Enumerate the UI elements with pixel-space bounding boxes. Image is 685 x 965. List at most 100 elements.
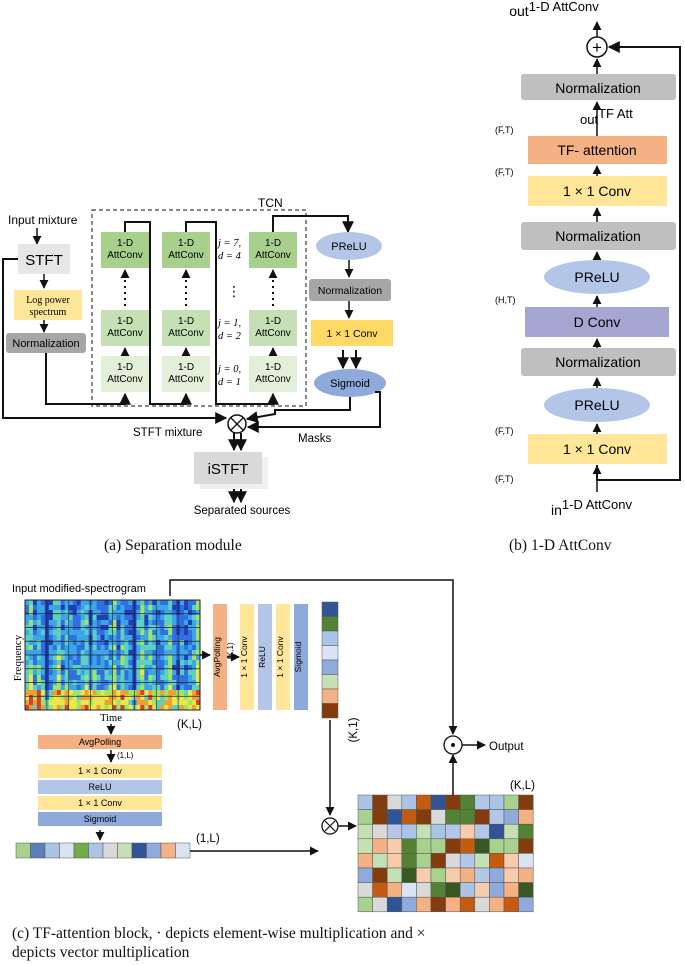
sigmoid-box-vertical <box>294 604 308 710</box>
relu-box-vertical <box>258 604 272 710</box>
k-attention-vector <box>321 601 339 719</box>
istft-box <box>194 452 262 484</box>
conv-label-a: 1 × 1 Conv <box>326 328 378 340</box>
avgpool-label-vertical: AvgPolling <box>212 637 222 677</box>
conv-label-vertical: 1 × 1 Conv <box>239 636 249 678</box>
attconv-block-text: AttConv <box>255 328 291 339</box>
frequency-axis-label: Frequency <box>12 634 24 681</box>
sigmoid-label: Sigmoid <box>330 378 370 390</box>
caption-c-line1: (c) TF-attention block, · depicts elemen… <box>12 925 426 942</box>
sigmoid-box <box>38 812 162 826</box>
attconv-block-text: AttConv <box>255 374 291 385</box>
prelu-oval-top <box>544 260 650 294</box>
istft-label: iSTFT <box>208 461 249 478</box>
in-attconv-label: in1-D AttConv <box>551 497 632 518</box>
tf-attention-label: TF- attention <box>557 142 636 158</box>
kl-dim-label: (K,L) <box>177 719 202 731</box>
relu-label: ReLU <box>88 782 111 792</box>
attconv-block-text: 1-D <box>178 362 194 373</box>
out-attconv-label: out1-D AttConv <box>509 0 599 19</box>
attconv-block-text: 1-D <box>265 316 281 327</box>
dim-ht-label: (H,T) <box>495 295 516 305</box>
separation-module: Input mixture STFT Log power spectrum No… <box>2 196 393 517</box>
k1-dim-small: (K,1) <box>226 642 235 660</box>
dconv-label: D Conv <box>574 314 621 330</box>
j-label: j = 1, <box>216 318 241 329</box>
conv-box-h2 <box>38 796 162 810</box>
prelu-label: PReLU <box>331 241 367 253</box>
out-tf-att-label: outTF Att <box>580 106 633 127</box>
tf-attention-box <box>528 136 667 164</box>
normalization-label-top: Normalization <box>555 80 641 96</box>
conv-label-low: 1 × 1 Conv <box>563 441 631 457</box>
prelu-oval <box>316 232 382 260</box>
attconv-block-text: AttConv <box>107 328 143 339</box>
conv-box-h1 <box>38 764 162 778</box>
conv-box-a <box>311 320 393 346</box>
j-label: j = 0, <box>216 364 241 375</box>
attconv-block <box>101 356 149 392</box>
normalization-label-mid: Normalization <box>555 228 641 244</box>
relu-label-vertical: ReLU <box>257 646 267 668</box>
dim-ft-label: (F,T) <box>495 125 514 135</box>
separated-sources-label: Separated sources <box>194 505 291 517</box>
caption-a: (a) Separation module <box>104 537 242 554</box>
normalization-label-a: Normalization <box>12 338 79 350</box>
avgpool-box-vertical <box>213 604 227 710</box>
conv-label-top: 1 × 1 Conv <box>563 183 631 199</box>
conv-box-vertical-2 <box>276 604 290 710</box>
attconv-block-text: 1-D <box>117 238 133 249</box>
one-l-dim-small: (1,L) <box>117 751 134 760</box>
input-mixture-label: Input mixture <box>8 213 78 227</box>
time-axis-label: Time <box>100 713 122 724</box>
stft-mixture-label: STFT mixture <box>133 427 202 439</box>
attconv-block-text: 1-D <box>265 238 281 249</box>
log-power-label-1: Log power <box>26 295 70 306</box>
caption-c: (c) TF-attention block, · depicts elemen… <box>12 924 682 962</box>
add-node <box>586 36 608 58</box>
normalization-label-a2: Normalization <box>318 285 382 297</box>
sigmoid-label: Sigmoid <box>84 814 117 824</box>
conv-box-top <box>528 176 667 206</box>
caption-b: (b) 1-D AttConv <box>509 537 612 554</box>
ellipsis-dots: ⋮ <box>227 283 241 299</box>
d-label: d = 2 <box>218 331 242 342</box>
dim-ft-label: (F,T) <box>495 167 514 177</box>
normalization-box-mid <box>521 222 676 250</box>
d-label: d = 4 <box>218 251 242 262</box>
prelu-label-top: PReLU <box>574 269 619 285</box>
j-label: j = 7, <box>216 238 241 249</box>
normalization-box-top <box>521 74 676 100</box>
attconv-block <box>249 232 297 268</box>
attconv-block-text: AttConv <box>168 374 204 385</box>
tf-attention-module: Input modified-spectrogram Frequency Tim… <box>12 579 535 913</box>
tcn-label: TCN <box>258 196 283 210</box>
attconv-module: out1-D AttConv + Normalization outTF Att… <box>495 0 681 518</box>
sigmoid-oval <box>314 369 386 397</box>
avgpool-label: AvgPolling <box>79 737 121 747</box>
log-power-label-2: spectrum <box>30 307 67 318</box>
prelu-oval-low <box>544 388 650 422</box>
log-power-box <box>14 290 82 320</box>
relu-box <box>38 780 162 794</box>
dim-ft-label: (F,T) <box>495 426 514 436</box>
kl-dim-label-right: (K,L) <box>510 780 535 792</box>
conv-label-vertical-2: 1 × 1 Conv <box>275 636 285 678</box>
attconv-block-text: 1-D <box>117 362 133 373</box>
attconv-block-text: 1-D <box>265 362 281 373</box>
attconv-block <box>162 356 210 392</box>
attconv-block-text: 1-D <box>178 238 194 249</box>
attconv-block <box>249 356 297 392</box>
dim-ft-label: (F,T) <box>495 474 514 484</box>
conv-label-h1: 1 × 1 Conv <box>78 766 122 776</box>
avgpool-box <box>38 735 162 749</box>
l-attention-vector <box>15 842 191 859</box>
add-node-symbol: + <box>592 38 602 57</box>
normalization-box-a2 <box>309 279 391 301</box>
k1-dim-label: (K,1) <box>348 717 360 742</box>
stft-label: STFT <box>25 252 63 269</box>
tcn-dashed-box <box>91 209 307 407</box>
attconv-block-text: 1-D <box>117 316 133 327</box>
attconv-block <box>162 232 210 268</box>
normalization-label-low: Normalization <box>555 354 641 370</box>
